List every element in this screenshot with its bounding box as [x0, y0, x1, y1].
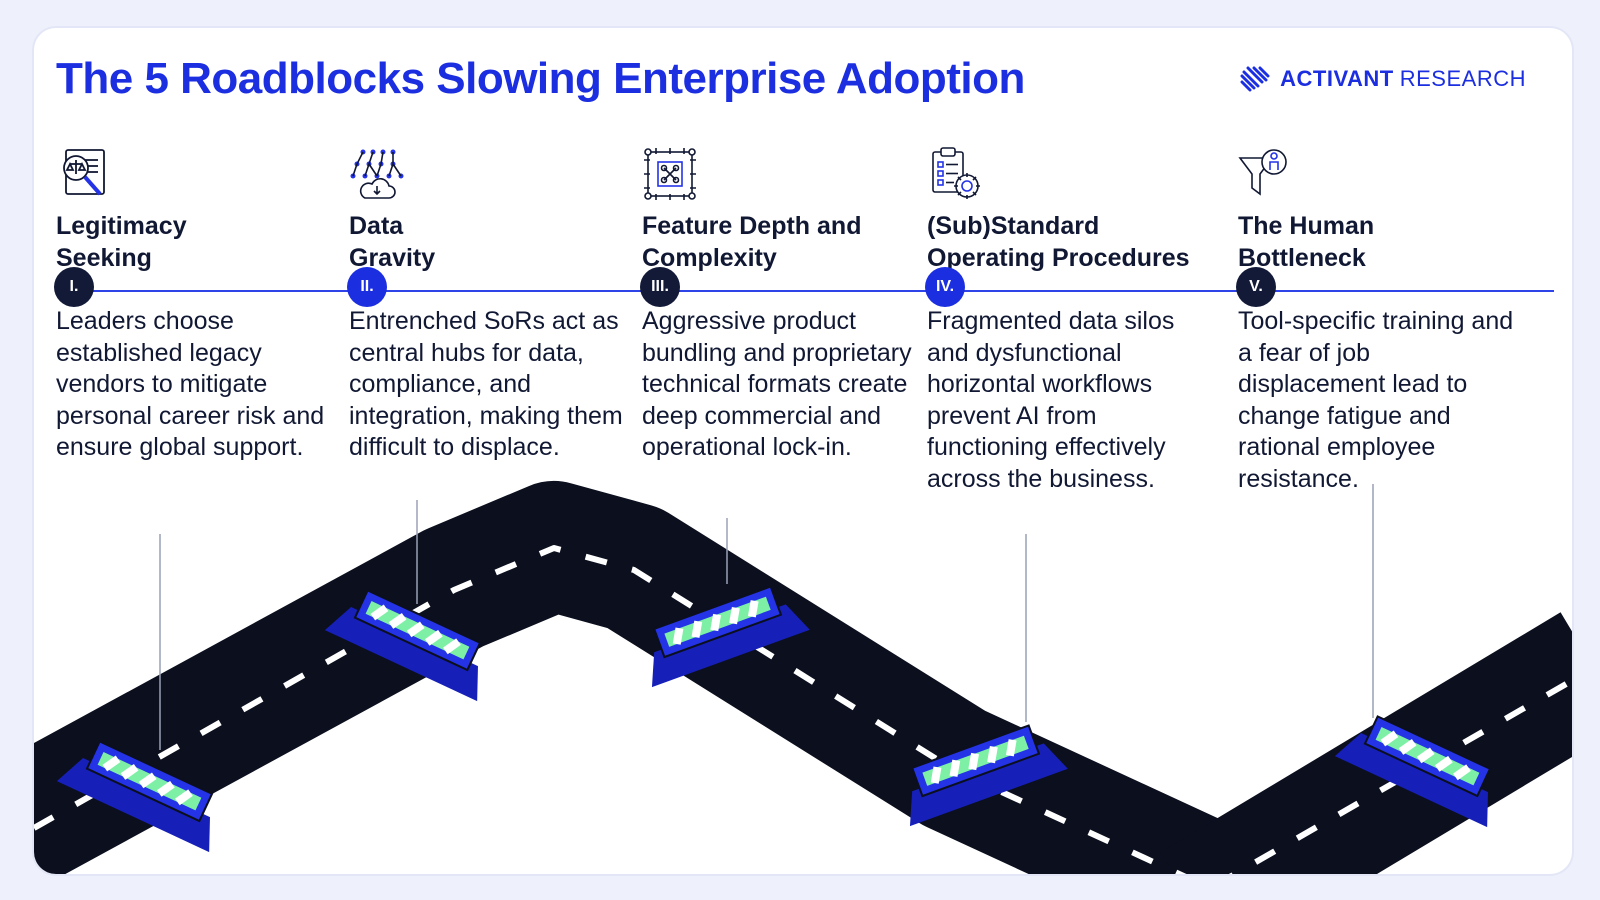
- page-title: The 5 Roadblocks Slowing Enterprise Adop…: [56, 54, 1025, 103]
- step-description-5: Tool-specific training and a fear of job…: [1238, 307, 1514, 493]
- barrier-2: [324, 589, 482, 702]
- activant-logo-icon: [1240, 66, 1270, 92]
- road-band-right: [1160, 612, 1572, 874]
- legal-document-magnifier-icon: [56, 146, 112, 202]
- brand-suffix: RESEARCH: [1399, 66, 1526, 91]
- step-substandard-procedures: (Sub)Standard Operating Procedures: [927, 146, 1197, 274]
- step-description-2: Entrenched SoRs act as central hubs for …: [349, 307, 623, 461]
- data-network-cloud-icon: [349, 146, 405, 202]
- step-description-3: Aggressive product bundling and propriet…: [642, 307, 912, 461]
- step-legitimacy-seeking: Legitimacy Seeking: [56, 146, 326, 274]
- road-band: [34, 481, 1242, 874]
- funnel-person-icon: [1238, 146, 1294, 202]
- step-title: (Sub)Standard Operating Procedures: [927, 212, 1190, 272]
- infographic-card: The 5 Roadblocks Slowing Enterprise Adop…: [34, 28, 1572, 874]
- step-description-1: Leaders choose established legacy vendor…: [56, 307, 325, 461]
- road-illustration: [34, 481, 1572, 874]
- timeline-line: [74, 290, 1554, 292]
- barrier-4: [909, 724, 1068, 827]
- barrier-1: [56, 740, 214, 853]
- step-badge-1: I.: [54, 267, 94, 307]
- step-title: The Human Bottleneck: [1238, 212, 1375, 272]
- step-title: Feature Depth and Complexity: [642, 212, 862, 272]
- clipboard-gear-icon: [927, 146, 983, 202]
- step-badge-2: II.: [347, 267, 387, 307]
- step-title: Legitimacy Seeking: [56, 212, 187, 272]
- barrier-5: [1334, 715, 1492, 828]
- step-badge-5: V.: [1236, 267, 1276, 307]
- step-feature-depth: Feature Depth and Complexity: [642, 146, 912, 274]
- step-title: Data Gravity: [349, 212, 436, 272]
- step-badge-4: IV.: [925, 267, 965, 307]
- barrier-3: [651, 585, 810, 688]
- step-description-4: Fragmented data silos and dysfunctional …: [927, 307, 1175, 493]
- step-data-gravity: Data Gravity: [349, 146, 619, 274]
- step-human-bottleneck: The Human Bottleneck: [1238, 146, 1508, 274]
- circuit-chip-icon: [642, 146, 698, 202]
- step-badge-3: III.: [640, 267, 680, 307]
- brand-name: ACTIVANT: [1280, 66, 1394, 91]
